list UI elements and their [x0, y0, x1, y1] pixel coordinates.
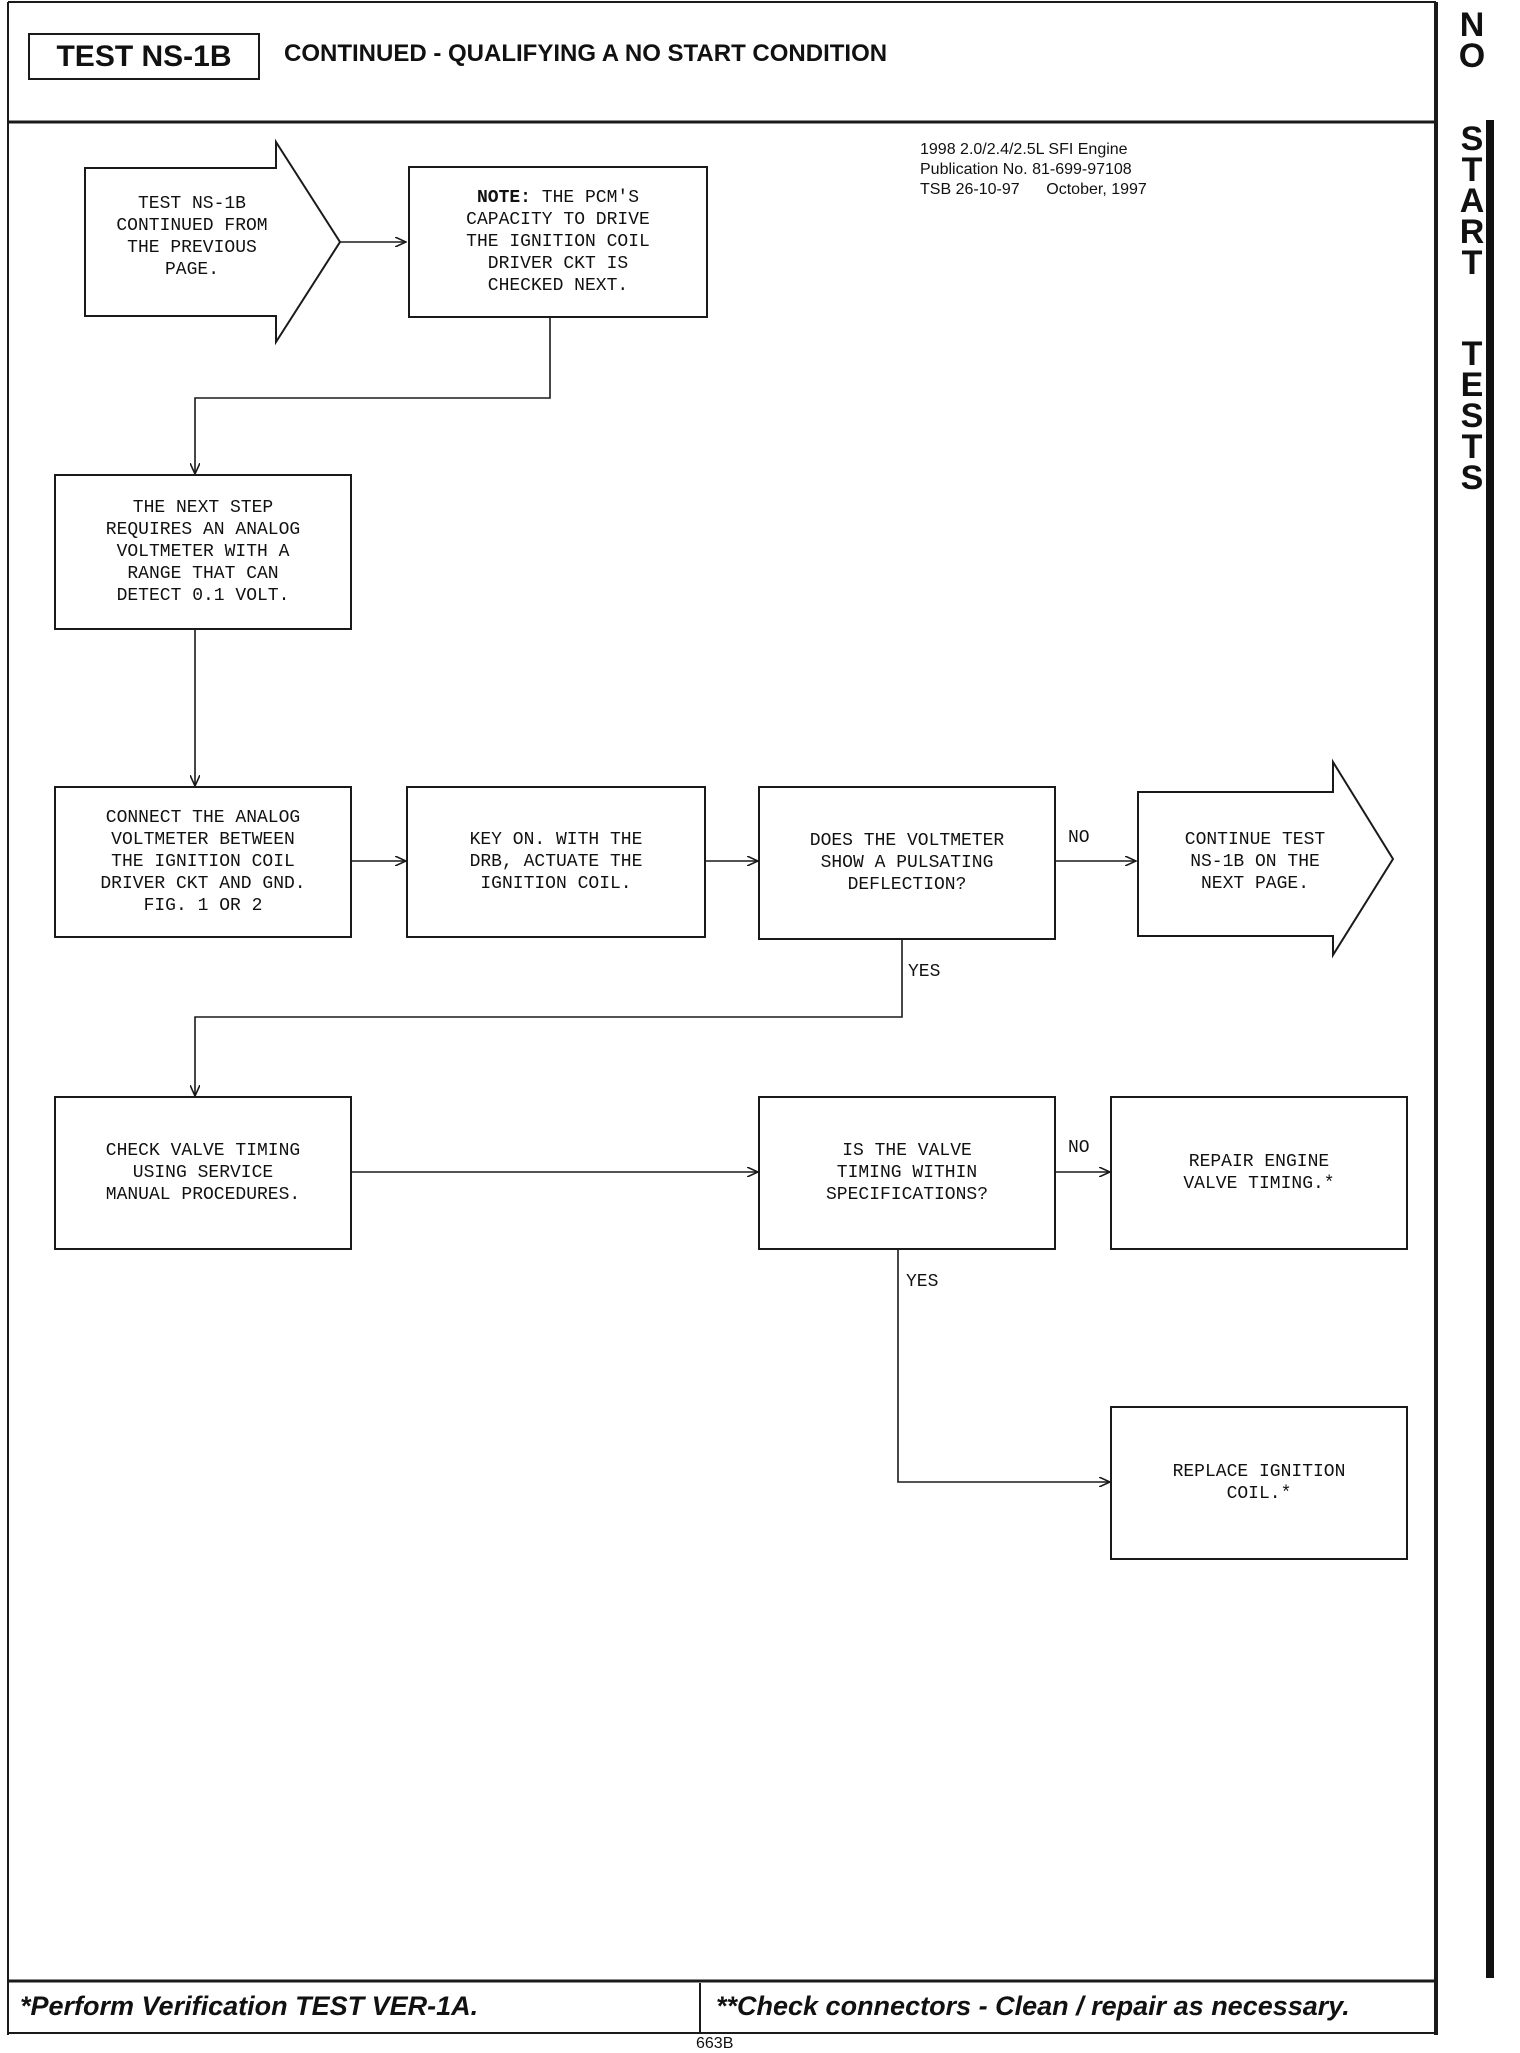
publication-line: Publication No. 81-699-97108 — [920, 161, 1132, 178]
footer-right-note: **Check connectors - Clean / repair as n… — [716, 1990, 1350, 2021]
side-tab-letter: T — [1461, 151, 1483, 189]
page-number: 663B — [696, 2035, 734, 2052]
continue-arrow-shape — [1137, 758, 1395, 959]
no-label: NO — [1068, 828, 1090, 848]
pulsating-deflection-question: DOES THE VOLTMETER SHOW A PULSATING DEFL… — [758, 786, 1056, 940]
publication-line: 1998 2.0/2.4/2.5L SFI Engine — [920, 141, 1128, 158]
side-tab-bar — [1486, 120, 1494, 1978]
valve-timing-question: IS THE VALVE TIMING WITHIN SPECIFICATION… — [758, 1096, 1056, 1250]
note-text: THE PCM'S CAPACITY TO DRIVE THE IGNITION… — [466, 188, 650, 296]
side-tab-letter: R — [1459, 213, 1485, 251]
side-tab-letter: S — [1460, 459, 1484, 497]
side-tab-letter: T — [1461, 335, 1483, 373]
note-label: NOTE: — [476, 188, 531, 208]
side-tab-letter: E — [1460, 366, 1484, 404]
start-arrow-label: TEST NS-1B CONTINUED FROM THE PREVIOUS P… — [116, 194, 268, 280]
yes-label: YES — [906, 1272, 939, 1292]
note-box: NOTE: THE PCM'S CAPACITY TO DRIVE THE IG… — [408, 166, 708, 318]
side-tab-letter: S — [1460, 397, 1484, 435]
side-tab-letter: T — [1461, 428, 1483, 466]
connectors — [195, 242, 1136, 1482]
side-tab-letter: T — [1461, 244, 1483, 282]
page-title: CONTINUED - QUALIFYING A NO START CONDIT… — [284, 40, 888, 67]
publication-line: TSB 26-10-97 October, 1997 — [920, 181, 1147, 198]
footer-left-note: *Perform Verification TEST VER-1A. — [20, 1990, 479, 2021]
no-label: NO — [1068, 1138, 1090, 1158]
continue-arrow-label: CONTINUE TEST NS-1B ON THE NEXT PAGE. — [1184, 830, 1326, 894]
side-tab-letter: O — [1458, 37, 1486, 75]
publication-info: 1998 2.0/2.4/2.5L SFI Engine Publication… — [920, 140, 1147, 200]
analog-voltmeter-step: THE NEXT STEP REQUIRES AN ANALOG VOLTMET… — [54, 474, 352, 630]
repair-valve-timing-step: REPAIR ENGINE VALVE TIMING.* — [1110, 1096, 1408, 1250]
replace-ignition-coil-step: REPLACE IGNITION COIL.* — [1110, 1406, 1408, 1560]
connect-voltmeter-step: CONNECT THE ANALOG VOLTMETER BETWEEN THE… — [54, 786, 352, 938]
side-tab-letter: S — [1460, 120, 1484, 158]
valve-timing-check-step: CHECK VALVE TIMING USING SERVICE MANUAL … — [54, 1096, 352, 1250]
yes-label: YES — [908, 962, 941, 982]
key-on-step: KEY ON. WITH THE DRB, ACTUATE THE IGNITI… — [406, 786, 706, 938]
start-arrow-shape — [84, 138, 342, 346]
side-tab-letter: N — [1459, 6, 1485, 44]
test-id-badge: TEST NS-1B — [28, 33, 260, 80]
side-tab-letter: A — [1459, 182, 1485, 220]
outer-border — [7, 1, 1438, 2035]
